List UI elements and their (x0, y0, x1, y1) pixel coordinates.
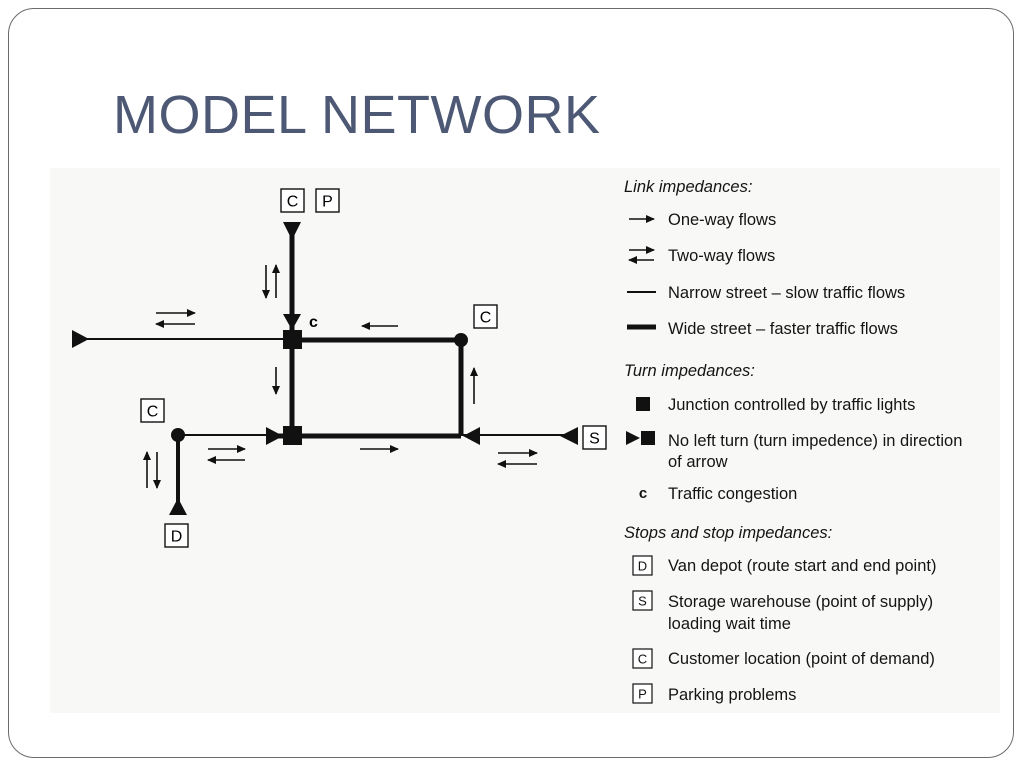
depot-box: D (164, 523, 189, 548)
congestion-c-icon: c (639, 485, 647, 502)
svg-text:D: D (171, 529, 183, 546)
svg-text:P: P (638, 687, 647, 702)
storage-box: S (582, 425, 607, 450)
legend-no-left-turn-line2: of arrow (668, 453, 728, 471)
slide-title: MODEL NETWORK (113, 85, 601, 145)
legend-no-left-turn-line1: No left turn (turn impedence) in directi… (668, 432, 962, 450)
network-diagram: C P C C S D c Link impedances: One-way f… (72, 178, 962, 704)
legend-two-way: Two-way flows (668, 247, 775, 265)
svg-text:S: S (589, 431, 600, 448)
legend-one-way: One-way flows (668, 211, 776, 229)
legend-wide-street: Wide street – faster traffic flows (668, 320, 898, 338)
customer-box-west: C (140, 398, 165, 423)
customer-box-east: C (473, 304, 498, 329)
no-left-turn-arrow-west-end (72, 330, 89, 348)
node-customer-east (454, 333, 468, 347)
junctions (72, 222, 578, 515)
legend-congestion: Traffic congestion (668, 485, 797, 503)
no-left-turn-icon (626, 431, 655, 445)
customer-box-icon: C (632, 648, 653, 669)
congestion-label: c (309, 314, 318, 331)
legend-customer: Customer location (point of demand) (668, 650, 935, 668)
svg-text:C: C (480, 310, 492, 327)
no-left-turn-arrow-depot (169, 498, 187, 515)
parking-box-icon: P (632, 683, 653, 704)
legend-parking: Parking problems (668, 686, 796, 704)
legend-link-heading: Link impedances: (624, 178, 752, 196)
traffic-light-junction-north (283, 330, 302, 349)
traffic-light-square-icon (636, 397, 650, 411)
legend-turn-heading: Turn impedances: (624, 362, 755, 380)
svg-text:P: P (322, 194, 333, 211)
two-way-arrow-icon (628, 246, 655, 264)
no-left-turn-arrow-east-loop (463, 427, 480, 445)
svg-text:S: S (638, 594, 647, 609)
no-left-turn-arrow-storage (560, 427, 578, 445)
flow-arrows (143, 264, 538, 489)
legend-narrow-street: Narrow street – slow traffic flows (668, 284, 905, 302)
legend-van-depot: Van depot (route start and end point) (668, 557, 936, 575)
parking-box-north: P (315, 188, 340, 213)
stop-boxes: C P C C S D c (140, 188, 607, 548)
svg-text:D: D (638, 559, 647, 574)
no-left-turn-arrow-north-top (283, 222, 301, 240)
no-left-turn-arrow-north-junction (283, 314, 301, 330)
customer-box-north: C (280, 188, 305, 213)
traffic-light-junction-south (283, 426, 302, 445)
svg-text:C: C (287, 194, 299, 211)
node-left-branch (171, 428, 185, 442)
legend: Link impedances: One-way flows Two-way f… (624, 178, 962, 704)
legend-traffic-lights: Junction controlled by traffic lights (668, 396, 915, 414)
svg-text:C: C (638, 652, 647, 667)
depot-box-icon: D (632, 555, 653, 576)
no-left-turn-arrow-south-junction (266, 427, 283, 445)
legend-storage-line2: loading wait time (668, 615, 791, 633)
storage-box-icon: S (632, 590, 653, 611)
network-figure: C P C C S D c Link impedances: One-way f… (50, 168, 1000, 713)
legend-storage-line1: Storage warehouse (point of supply) (668, 593, 933, 611)
legend-stops-heading: Stops and stop impedances: (624, 524, 832, 542)
svg-text:C: C (147, 404, 159, 421)
